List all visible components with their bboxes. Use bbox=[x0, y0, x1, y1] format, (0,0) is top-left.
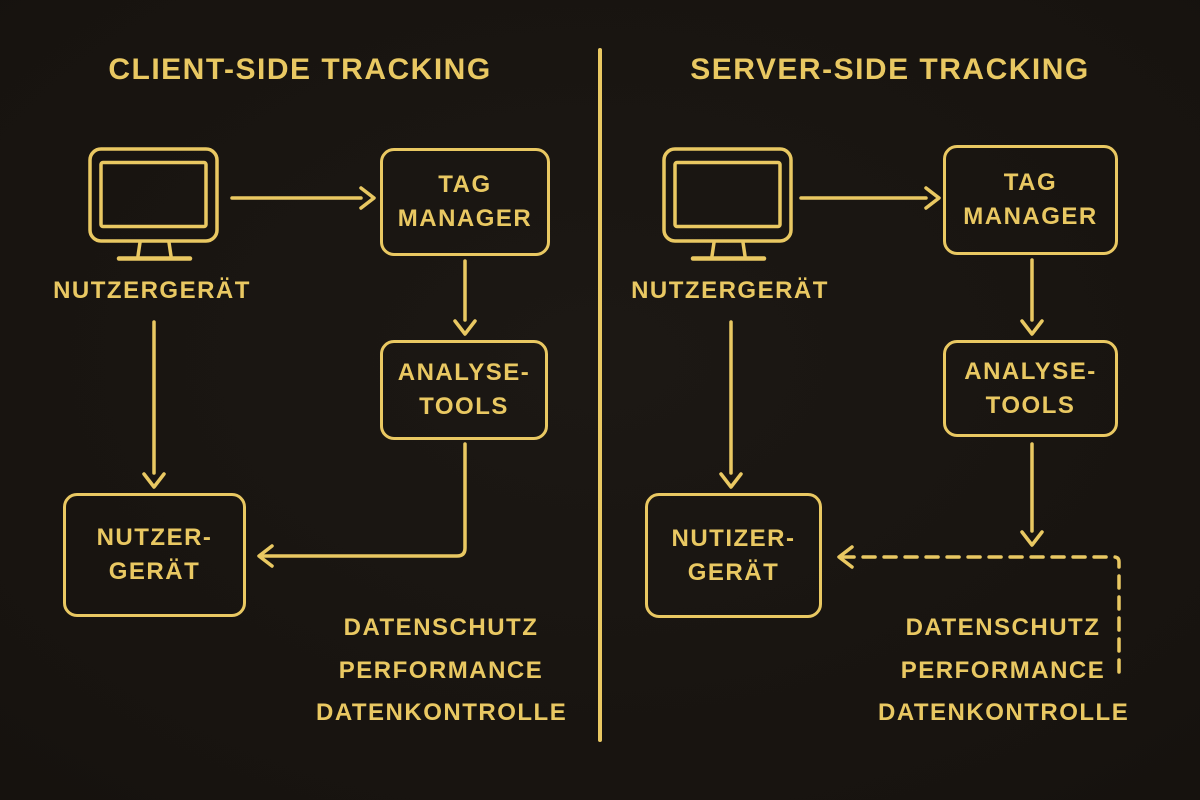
tag-manager-box: TAG MANAGER bbox=[380, 148, 550, 256]
analytics-tools-box: ANALYSE- TOOLS bbox=[380, 340, 548, 440]
monitor-icon bbox=[88, 147, 219, 261]
device-label: NUTZERGERÄT bbox=[631, 277, 829, 304]
arrow-tagmanager-to-analytics bbox=[453, 259, 477, 336]
analytics-tools-box: ANALYSE- TOOLS bbox=[943, 340, 1118, 437]
arrow-device-to-enddevice bbox=[719, 320, 743, 489]
arrow-analytics-to-enddevice bbox=[257, 442, 467, 568]
tag-manager-box: TAG MANAGER bbox=[943, 145, 1118, 255]
client-side-title: CLIENT-SIDE TRACKING bbox=[108, 53, 492, 86]
end-device-box: NUTIZER- GERÄT bbox=[645, 493, 822, 618]
arrow-tagmanager-to-analytics bbox=[1020, 258, 1044, 336]
benefit-item: DATENKONTROLLE bbox=[316, 699, 568, 726]
panel-divider bbox=[598, 48, 602, 742]
benefits-list: DATENSCHUTZ PERFORMANCE DATENKONTROLLE bbox=[316, 607, 566, 735]
end-device-box: NUTZER- GERÄT bbox=[63, 493, 246, 617]
arrow-device-to-tagmanager bbox=[230, 186, 376, 210]
benefit-item: PERFORMANCE bbox=[338, 656, 544, 684]
benefit-item: DATENKONTROLLE bbox=[878, 699, 1130, 726]
benefit-item: DATENSCHUTZ bbox=[905, 614, 1101, 641]
device-label: NUTZERGERÄT bbox=[53, 277, 251, 304]
benefits-list: DATENSCHUTZ PERFORMANCE DATENKONTROLLE bbox=[878, 607, 1128, 735]
arrow-device-to-tagmanager bbox=[799, 186, 941, 210]
arrow-device-to-enddevice bbox=[142, 320, 166, 489]
monitor-icon bbox=[662, 147, 793, 261]
server-side-title: SERVER-SIDE TRACKING bbox=[690, 53, 1090, 86]
arrow-analytics-down bbox=[1020, 442, 1044, 547]
benefit-item: PERFORMANCE bbox=[900, 656, 1106, 684]
benefit-item: DATENSCHUTZ bbox=[343, 614, 539, 641]
